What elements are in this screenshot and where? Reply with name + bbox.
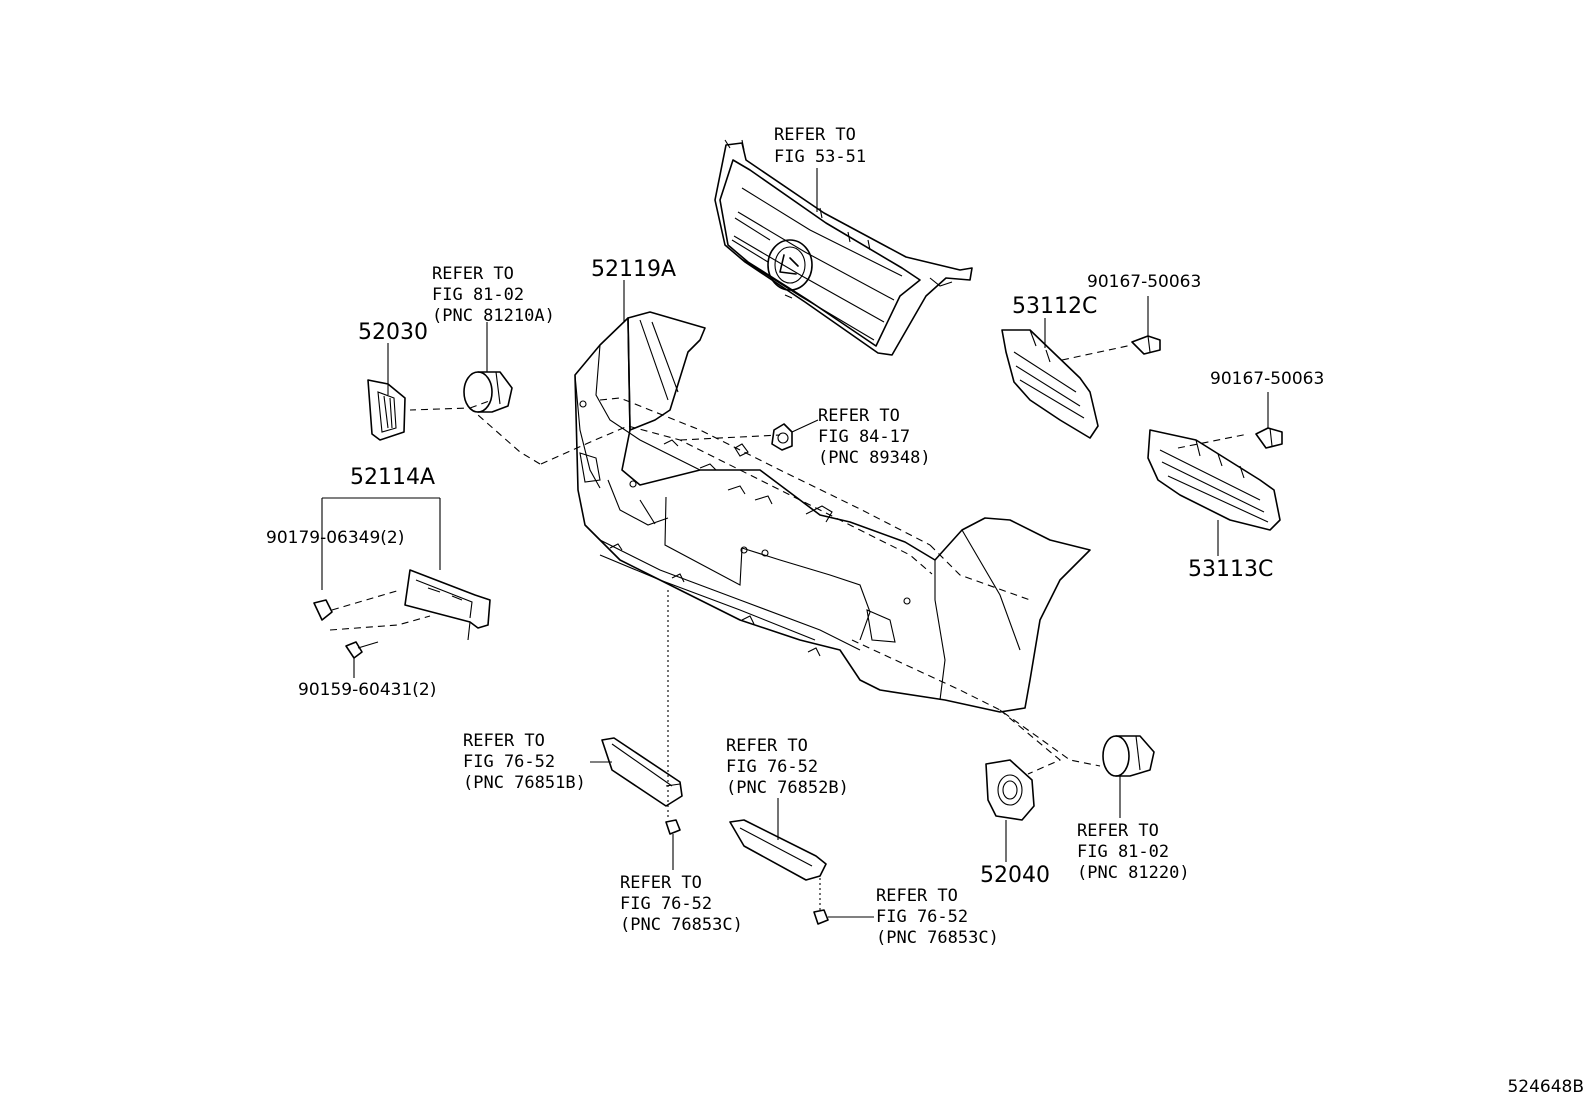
part-90179: 90179-06349(2) <box>266 528 404 548</box>
refer-8102a-line3: (PNC 81210A) <box>432 306 555 326</box>
part-52040: 52040 <box>980 863 1050 888</box>
clip-90179[interactable] <box>313 599 333 621</box>
fog-lamp-bezel-left[interactable] <box>367 379 406 441</box>
refer-8102b-line3: (PNC 81220) <box>1077 863 1190 883</box>
refer-7652b-line3: (PNC 76851B) <box>463 773 586 793</box>
part-52114a: 52114A <box>350 465 435 490</box>
bolt-90167-lower[interactable] <box>1255 427 1283 449</box>
refer-7652c2-line1: REFER TO <box>876 886 958 906</box>
bumper-cover[interactable] <box>574 311 1091 713</box>
refer-8102b-line1: REFER TO <box>1077 821 1159 841</box>
molding-76852b[interactable] <box>729 819 827 881</box>
refer-7652c1-line3: (PNC 76853C) <box>620 915 743 935</box>
bolt-90167-upper[interactable] <box>1131 335 1161 355</box>
grille-lower-53112c[interactable] <box>1001 329 1099 439</box>
refer-5351-line2: FIG 53-51 <box>774 147 866 167</box>
refer-7652b2-line1: REFER TO <box>726 736 808 756</box>
refer-7652b-line2: FIG 76-52 <box>463 752 555 772</box>
refer-7652b2-line2: FIG 76-52 <box>726 757 818 777</box>
fog-lamp-left[interactable] <box>463 371 513 413</box>
fog-lamp-right[interactable] <box>1102 735 1155 777</box>
fog-lamp-bezel-right[interactable] <box>985 759 1035 821</box>
part-90167-lower: 90167-50063 <box>1210 369 1324 389</box>
refer-7652c1-line1: REFER TO <box>620 873 702 893</box>
part-52119a: 52119A <box>591 257 676 282</box>
refer-8102a-line2: FIG 81-02 <box>432 285 524 305</box>
refer-8417-line1: REFER TO <box>818 406 900 426</box>
grille-lower-53113c[interactable] <box>1147 429 1281 531</box>
refer-8417-line2: FIG 84-17 <box>818 427 910 447</box>
clip-76853c-right[interactable] <box>813 909 829 925</box>
clip-76853c-left[interactable] <box>665 819 681 835</box>
refer-8417-line3: (PNC 89348) <box>818 448 931 468</box>
bolt-90159[interactable] <box>345 641 379 659</box>
part-52030: 52030 <box>358 320 428 345</box>
refer-7652c1-line2: FIG 76-52 <box>620 894 712 914</box>
molding-76851b[interactable] <box>601 737 683 807</box>
license-plate-bracket[interactable] <box>404 569 491 641</box>
clip-sensor-bracket[interactable] <box>771 423 793 451</box>
part-90167-upper: 90167-50063 <box>1087 272 1201 292</box>
part-53113c: 53113C <box>1188 557 1273 582</box>
refer-7652b2-line3: (PNC 76852B) <box>726 778 849 798</box>
refer-7652c2-line2: FIG 76-52 <box>876 907 968 927</box>
refer-8102a-line1: REFER TO <box>432 264 514 284</box>
part-90159: 90159-60431(2) <box>298 680 436 700</box>
part-53112c: 53112C <box>1012 294 1097 319</box>
refer-8102b-line2: FIG 81-02 <box>1077 842 1169 862</box>
diagram-id: 524648B <box>1507 1077 1584 1097</box>
refer-7652c2-line3: (PNC 76853C) <box>876 928 999 948</box>
refer-5351-line1: REFER TO <box>774 125 856 145</box>
radiator-grille[interactable] <box>714 139 973 356</box>
refer-7652b-line1: REFER TO <box>463 731 545 751</box>
